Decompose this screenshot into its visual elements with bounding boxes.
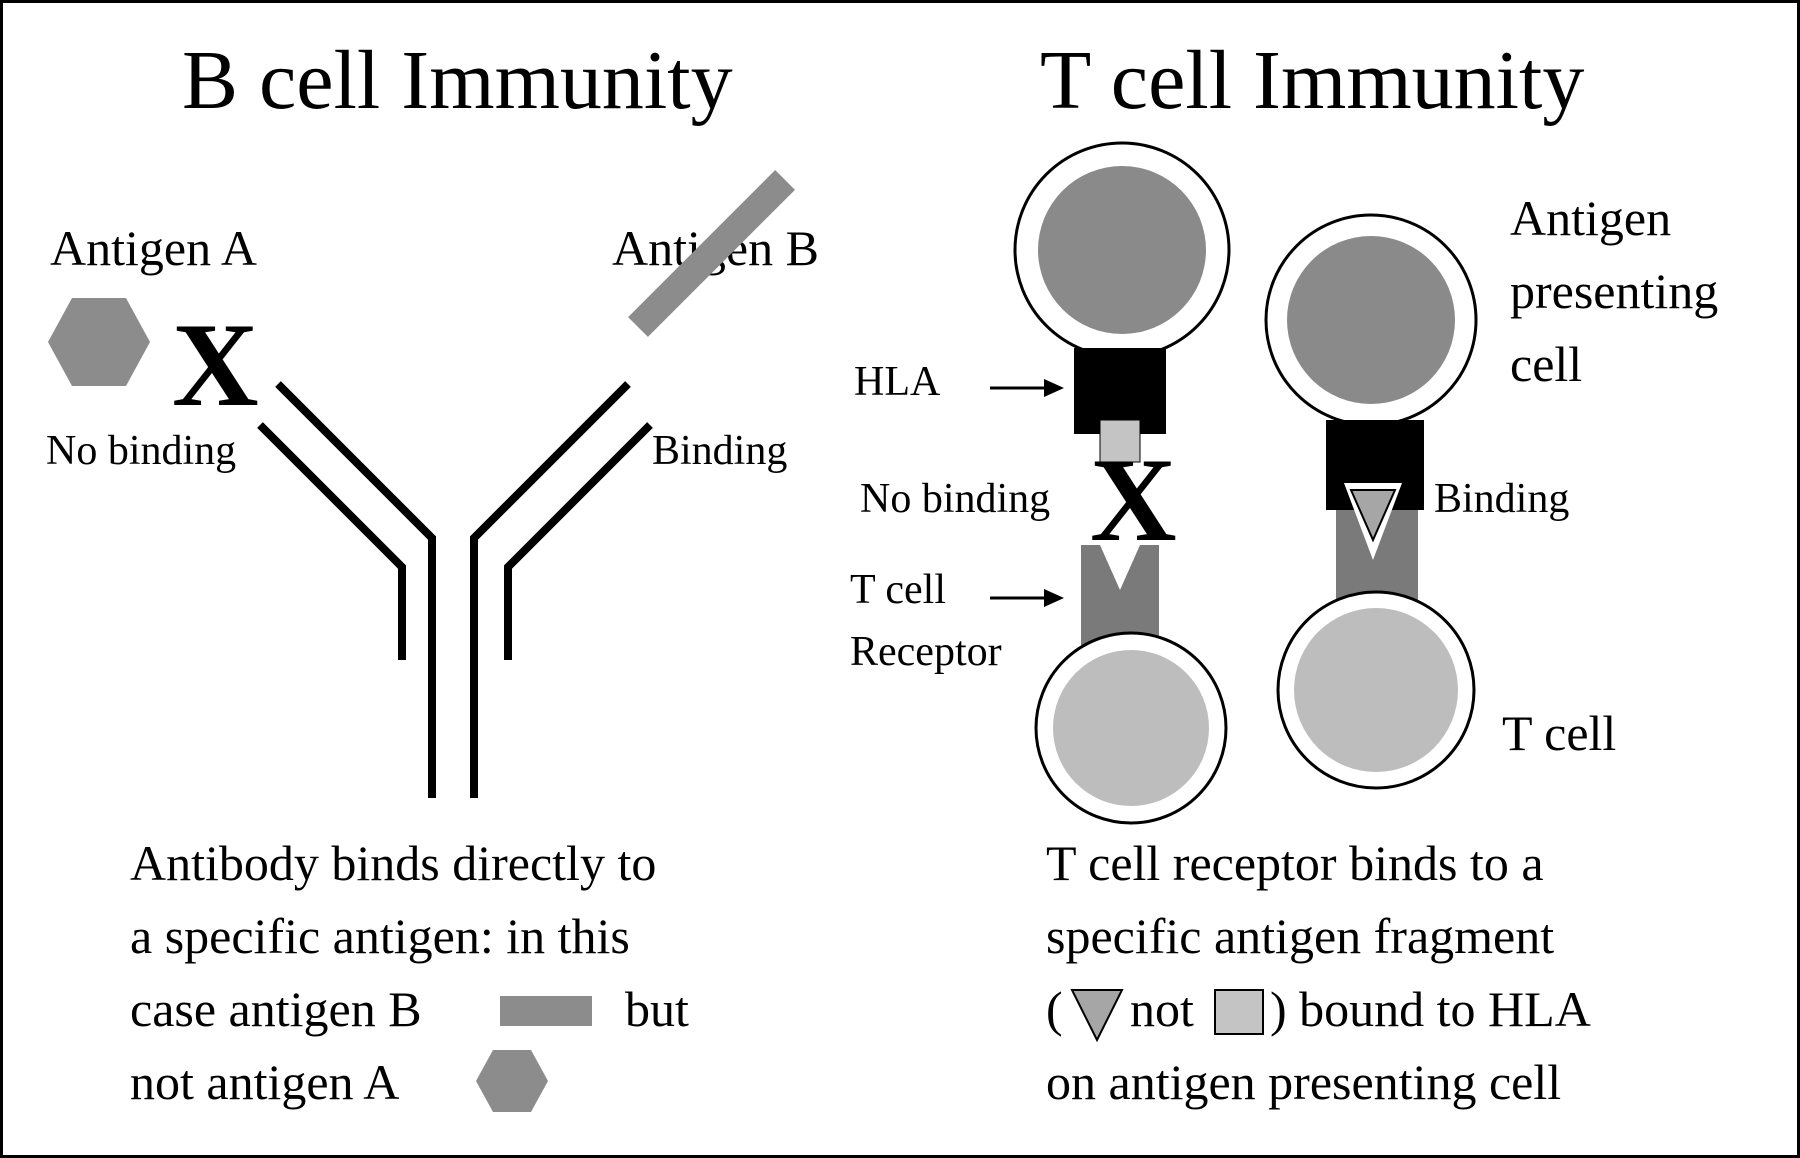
left-apc-nucleus — [1038, 166, 1206, 334]
left-t-cell — [1034, 631, 1228, 825]
t-caption-line-4: on antigen presenting cell — [1046, 1054, 1561, 1110]
tcr-arrow — [990, 589, 1064, 607]
b-caption-line-1: Antibody binds directly to — [130, 835, 656, 891]
antigen-b-bar — [628, 170, 795, 337]
antibody — [257, 381, 653, 798]
legend-triangle-fragment — [1070, 989, 1124, 1043]
apc-label-line-3: cell — [1510, 336, 1582, 392]
antibody-heavy-chain-right — [470, 381, 631, 798]
b-cell-panel: B cell Immunity Antigen A Antigen B X No… — [46, 34, 819, 1112]
b-no-binding-x-mark: X — [172, 298, 259, 431]
hla-arrow — [990, 379, 1064, 397]
right-t-cell-nucleus — [1294, 608, 1458, 772]
antibody-light-chain-left — [257, 422, 406, 660]
legend-antigen-a-hexagon — [476, 1050, 548, 1112]
antigen-a-label: Antigen A — [50, 220, 257, 276]
antibody-heavy-chain-left — [275, 381, 436, 798]
right-apc-nucleus — [1287, 236, 1455, 404]
left-apc — [1013, 141, 1231, 359]
t-no-binding-label: No binding — [860, 476, 1050, 522]
left-t-cell-nucleus — [1053, 650, 1209, 806]
t-caption-line-3c: ) bound to HLA — [1270, 981, 1591, 1037]
antigen-a-hexagon — [48, 298, 150, 386]
t-cell-panel: T cell Immunity X HLA — [850, 34, 1718, 1110]
apc-label-line-1: Antigen — [1510, 190, 1671, 246]
right-t-cell — [1276, 590, 1476, 790]
b-caption-line-4: not antigen A — [130, 1054, 399, 1110]
b-no-binding-label: No binding — [46, 428, 236, 474]
hla-label: HLA — [854, 359, 941, 405]
t-caption-line-1: T cell receptor binds to a — [1046, 835, 1544, 891]
tcr-label-line-2: Receptor — [850, 629, 1002, 675]
t-caption-line-2: specific antigen fragment — [1046, 908, 1554, 964]
t-cell-label: T cell — [1502, 705, 1616, 761]
left-receptor-binding-site — [1100, 545, 1140, 590]
legend-square-fragment — [1214, 989, 1264, 1035]
antibody-light-chain-right — [504, 422, 653, 660]
b-caption-line-3a: case antigen B — [130, 981, 422, 1037]
t-binding-label: Binding — [1434, 476, 1569, 522]
triangle-antigen-fragment — [1349, 489, 1397, 543]
t-caption-line-3b: not — [1130, 981, 1194, 1037]
t-caption-line-3a: ( — [1046, 981, 1063, 1037]
b-caption-line-2: a specific antigen: in this — [130, 908, 630, 964]
b-caption-line-3b: but — [625, 981, 689, 1037]
antigen-b-bar-group — [628, 170, 795, 337]
b-cell-title: B cell Immunity — [182, 34, 733, 127]
t-no-binding-x-mark: X — [1090, 433, 1177, 566]
right-apc — [1264, 213, 1478, 427]
b-binding-label: Binding — [652, 428, 787, 474]
t-cell-title: T cell Immunity — [1040, 34, 1584, 127]
tcr-label-line-1: T cell — [850, 567, 946, 613]
apc-label-line-2: presenting — [1510, 263, 1718, 319]
legend-antigen-b-bar — [500, 996, 592, 1026]
square-antigen-fragment — [1099, 419, 1141, 463]
